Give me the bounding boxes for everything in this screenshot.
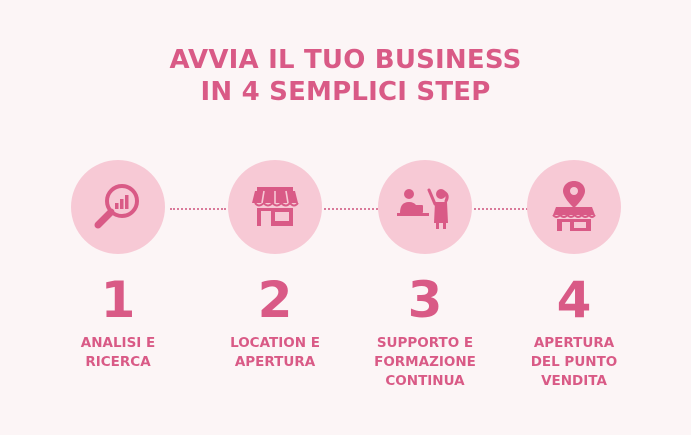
page-title-line-2: IN 4 SEMPLICI STEP <box>200 77 491 107</box>
step-1-label: ANALISI E RICERCA <box>43 334 193 372</box>
connector-3-4 <box>474 208 528 210</box>
step-4-circle <box>527 160 621 254</box>
step-3-number: 3 <box>407 271 443 329</box>
step-1-number: 1 <box>100 271 136 329</box>
step-1: 1 ANALISI E RICERCA <box>43 160 193 372</box>
step-2-circle <box>228 160 322 254</box>
step-2-number: 2 <box>257 271 293 329</box>
step-1-label-line: ANALISI E <box>80 335 156 351</box>
step-4-label-line: VENDITA <box>541 373 607 389</box>
page-title-line-1: AVVIA IL TUO BUSINESS <box>169 45 522 75</box>
step-2-label: LOCATION E APERTURA <box>200 334 350 372</box>
step-4-label-line: DEL PUNTO <box>530 354 618 370</box>
magnifier-chart-icon <box>94 184 139 229</box>
step-3-label-line: SUPPORTO E <box>376 335 474 351</box>
step-4-label: APERTURA DEL PUNTO VENDITA <box>499 334 649 391</box>
step-3-label-line: FORMAZIONE <box>374 354 476 370</box>
step-1-label-line: RICERCA <box>85 354 151 370</box>
step-3-label: SUPPORTO E FORMAZIONE CONTINUA <box>350 334 500 391</box>
step-2-label-line: LOCATION E <box>230 335 320 351</box>
step-3: 3 SUPPORTO E FORMAZIONE CONTINUA <box>350 160 500 391</box>
step-3-label-line: CONTINUA <box>385 373 465 389</box>
step-4: 4 APERTURA DEL PUNTO VENDITA <box>499 160 649 391</box>
training-people-icon <box>397 188 449 229</box>
storefront-icon <box>252 187 299 226</box>
step-4-label-line: APERTURA <box>533 335 615 351</box>
store-location-pin-icon <box>552 181 596 231</box>
step-1-circle <box>71 160 165 254</box>
connector-1-2 <box>170 208 226 210</box>
step-2-label-line: APERTURA <box>234 354 316 370</box>
connector-2-3 <box>324 208 378 210</box>
step-2: 2 LOCATION E APERTURA <box>200 160 350 372</box>
step-4-number: 4 <box>556 271 592 329</box>
step-3-circle <box>378 160 472 254</box>
